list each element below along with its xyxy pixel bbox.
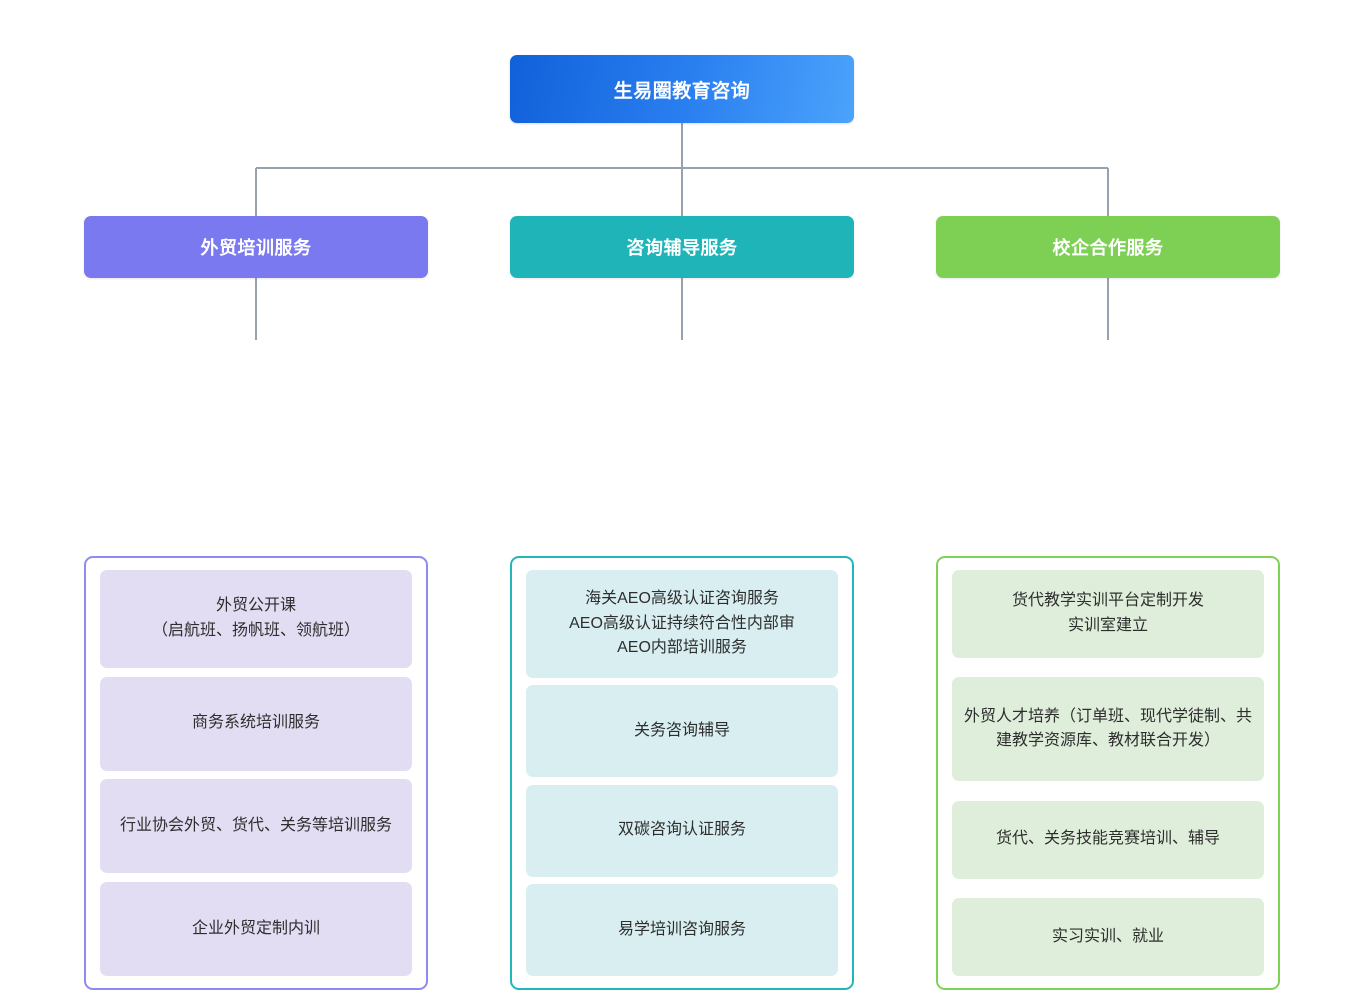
item-card[interactable]: 企业外贸定制内训 — [100, 881, 412, 976]
item-card[interactable]: 外贸公开课 （启航班、扬帆班、领航班） — [100, 570, 412, 668]
items-panel-foreign-trade-training: 外贸公开课 （启航班、扬帆班、领航班） 商务系统培训服务 行业协会外贸、货代、关… — [84, 556, 428, 990]
item-card[interactable]: 双碳咨询认证服务 — [526, 784, 838, 877]
branch-header-label: 咨询辅导服务 — [626, 238, 738, 258]
item-card[interactable]: 易学培训咨询服务 — [526, 883, 838, 976]
items-panel-consulting-tutoring: 海关AEO高级认证咨询服务 AEO高级认证持续符合性内部审 AEO内部培训服务 … — [510, 556, 854, 990]
item-card[interactable]: 行业协会外贸、货代、关务等培训服务 — [100, 779, 412, 874]
item-card[interactable]: 外贸人才培养（订单班、现代学徒制、共建教学资源库、教材联合开发） — [952, 677, 1264, 782]
org-chart: 生易圈教育咨询 外贸培训服务 外贸公开课 （启航班、扬帆班、领航班） 商务系统培… — [84, 55, 1280, 990]
branch-header-school-enterprise-cooperation[interactable]: 校企合作服务 — [936, 216, 1280, 278]
item-card[interactable]: 商务系统培训服务 — [100, 676, 412, 771]
branch-school-enterprise-cooperation: 校企合作服务 货代教学实训平台定制开发 实训室建立 外贸人才培养（订单班、现代学… — [936, 216, 1280, 990]
branch-foreign-trade-training: 外贸培训服务 外贸公开课 （启航班、扬帆班、领航班） 商务系统培训服务 行业协会… — [84, 216, 428, 990]
item-card[interactable]: 货代、关务技能竞赛培训、辅导 — [952, 800, 1264, 879]
branch-header-label: 校企合作服务 — [1052, 238, 1164, 258]
item-card[interactable]: 货代教学实训平台定制开发 实训室建立 — [952, 570, 1264, 658]
branch-header-foreign-trade-training[interactable]: 外贸培训服务 — [84, 216, 428, 278]
branch-consulting-tutoring: 咨询辅导服务 海关AEO高级认证咨询服务 AEO高级认证持续符合性内部审 AEO… — [510, 216, 854, 990]
branch-header-label: 外贸培训服务 — [200, 238, 312, 258]
branch-header-consulting-tutoring[interactable]: 咨询辅导服务 — [510, 216, 854, 278]
root-node[interactable]: 生易圈教育咨询 — [510, 55, 854, 123]
items-panel-school-enterprise-cooperation: 货代教学实训平台定制开发 实训室建立 外贸人才培养（订单班、现代学徒制、共建教学… — [936, 556, 1280, 990]
item-card[interactable]: 海关AEO高级认证咨询服务 AEO高级认证持续符合性内部审 AEO内部培训服务 — [526, 570, 838, 678]
item-card[interactable]: 关务咨询辅导 — [526, 685, 838, 778]
root-node-label: 生易圈教育咨询 — [613, 80, 751, 102]
item-card[interactable]: 实习实训、就业 — [952, 897, 1264, 976]
